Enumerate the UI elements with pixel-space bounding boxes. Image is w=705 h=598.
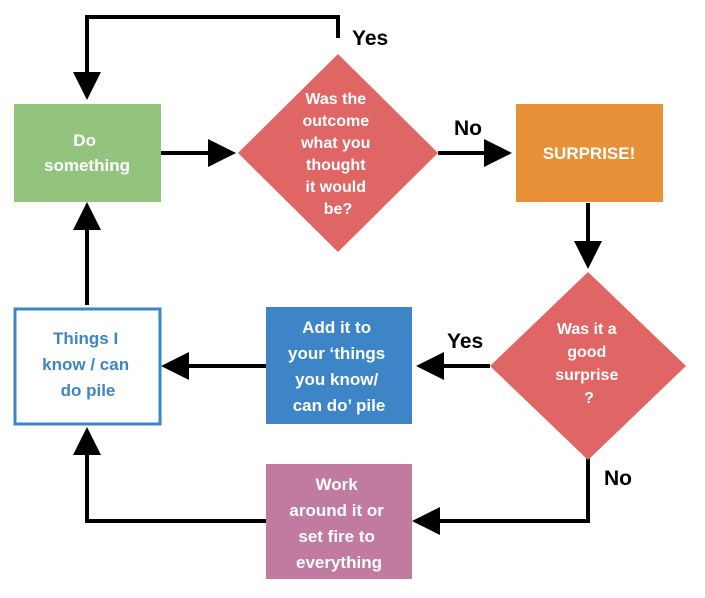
edge-label-outcome-no: No: [454, 117, 482, 140]
do-something-label: Do something: [44, 131, 130, 175]
arrow-yes-loop-to-do-something: [73, 15, 340, 100]
arrow-good-no-to-work-around: [412, 458, 590, 535]
add-it-box: [266, 307, 412, 424]
connectors: [73, 15, 602, 535]
node-things-pile: Things I know / can do pile: [13, 307, 162, 426]
edge-label-outcome-yes: Yes: [352, 27, 388, 50]
arrow-work-around-to-things-pile: [73, 427, 266, 523]
surprise-label: SURPRISE!: [543, 144, 636, 163]
node-good-surprise-decision: Was it a good surprise ?: [490, 272, 686, 460]
edge-label-good-no: No: [604, 467, 632, 490]
edge-label-good-yes: Yes: [447, 330, 483, 353]
work-around-label: Work around it or set fire to everything: [289, 475, 388, 572]
node-outcome-decision: Was the outcome what you thought it woul…: [238, 54, 438, 252]
do-something-box: [14, 104, 161, 202]
things-pile-label: Things I know / can do pile: [42, 329, 134, 400]
good-surprise-label: Was it a good surprise ?: [555, 321, 623, 407]
work-around-box: [266, 464, 412, 579]
node-work-around: Work around it or set fire to everything: [266, 464, 412, 579]
things-pile-box: [13, 307, 162, 426]
node-surprise: SURPRISE!: [516, 104, 663, 202]
node-add-it: Add it to your ‘things you know/ can do’…: [266, 307, 412, 424]
outcome-decision-label: Was the outcome what you thought it woul…: [300, 91, 375, 218]
outcome-decision-diamond: [238, 54, 438, 252]
good-surprise-diamond: [490, 272, 686, 460]
surprise-box: [516, 104, 663, 202]
add-it-label: Add it to your ‘things you know/ can do’…: [288, 318, 390, 415]
node-do-something: Do something: [14, 104, 161, 202]
